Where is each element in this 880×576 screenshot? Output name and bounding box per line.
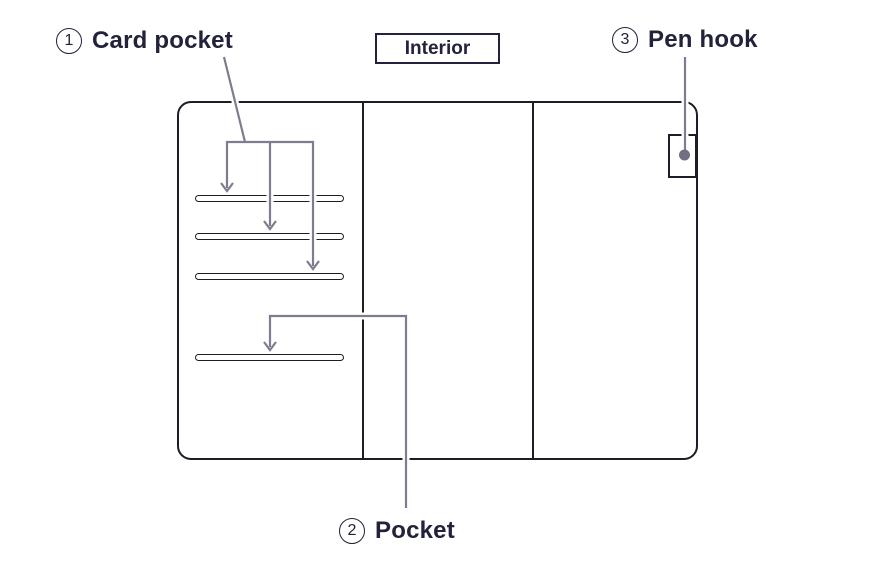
pocket-label-text: Pocket (375, 517, 455, 544)
card-slot-2 (195, 233, 344, 240)
card-slot-1 (195, 195, 344, 202)
cover-fold-divider-right (532, 103, 535, 458)
pen-hook-shape (668, 134, 697, 178)
interior-badge-text: Interior (404, 37, 471, 59)
pocket-slot (195, 354, 344, 361)
notebook-cover-outline (177, 101, 698, 460)
pen-hook-label-text: Pen hook (648, 26, 758, 53)
card-slot-3 (195, 273, 344, 280)
pocket-label: 2 Pocket (339, 517, 455, 545)
pen-hook-label: 3 Pen hook (612, 26, 758, 54)
cover-fold-divider-left (362, 103, 365, 458)
circled-number-1: 1 (56, 28, 82, 54)
card-pocket-label: 1 Card pocket (56, 27, 233, 55)
interior-badge: Interior (375, 33, 500, 64)
card-pocket-label-text: Card pocket (92, 27, 233, 54)
circled-number-2: 2 (339, 518, 365, 544)
circled-number-3: 3 (612, 27, 638, 53)
